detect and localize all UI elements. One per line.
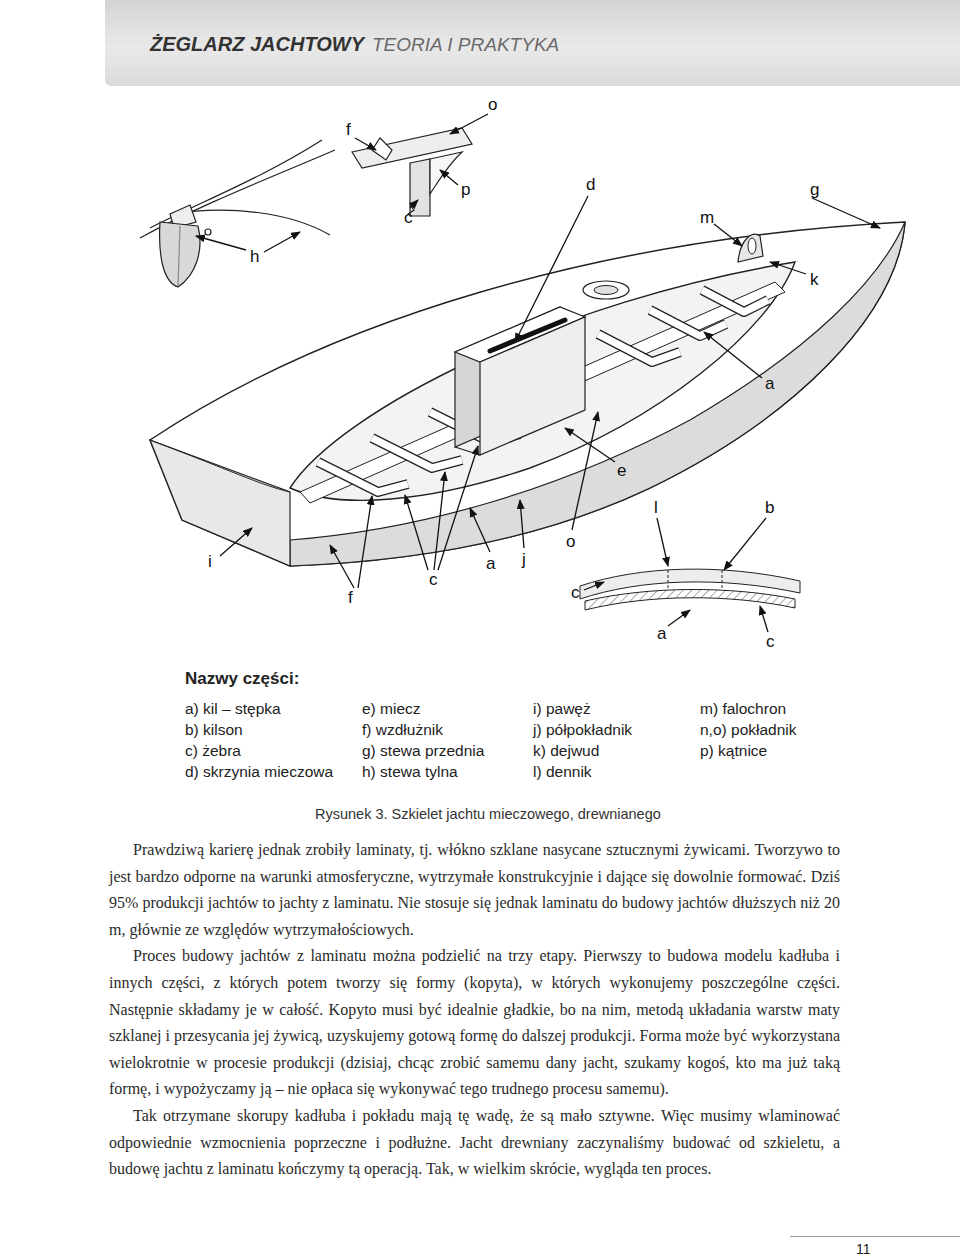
- callout-letter: c: [571, 584, 580, 602]
- part-name: e) miecz: [362, 699, 421, 718]
- callout-letter: a: [657, 625, 666, 643]
- callout-letter: k: [810, 271, 819, 289]
- callout-letter: i: [208, 553, 212, 571]
- callout-letter: g: [810, 181, 819, 199]
- running-head-title: ŻEGLARZ JACHTOWY: [150, 33, 364, 56]
- figure-caption: Rysunek 3. Szkielet jachtu mieczowego, d…: [315, 806, 661, 822]
- part-name: j) półpokładnik: [533, 720, 632, 739]
- part-name: l) dennik: [533, 762, 592, 781]
- callout-letter: h: [250, 248, 259, 266]
- callout-letter: f: [346, 121, 351, 139]
- body-paragraph: Proces budowy jachtów z laminatu można p…: [109, 943, 840, 1103]
- part-name: c) żebra: [185, 741, 241, 760]
- callout-letter: f: [348, 589, 353, 607]
- callout-letter: p: [461, 181, 470, 199]
- page-number: 11: [856, 1241, 871, 1257]
- callout-letter: l: [654, 499, 658, 517]
- callout-letter: c: [404, 209, 413, 227]
- part-name: n,o) pokładnik: [700, 720, 797, 739]
- part-name: h) stewa tylna: [362, 762, 458, 781]
- footer-rule: [790, 1236, 960, 1237]
- callout-letter: b: [765, 499, 774, 517]
- part-name: b) kilson: [185, 720, 243, 739]
- body-text: Prawdziwą karierę jednak zrobiły laminat…: [109, 837, 840, 1183]
- parts-heading: Nazwy części:: [185, 669, 299, 689]
- callout-letter: c: [429, 571, 438, 589]
- callout-letter: a: [486, 555, 495, 573]
- callout-letter: a: [765, 375, 774, 393]
- callout-letter: c: [766, 633, 775, 651]
- part-name: a) kil – stępka: [185, 699, 281, 718]
- part-name: k) dejwud: [533, 741, 599, 760]
- part-name: i) pawęż: [533, 699, 591, 718]
- callout-letter: o: [488, 96, 497, 114]
- callout-letter: m: [700, 209, 714, 227]
- part-name: p) kątnice: [700, 741, 767, 760]
- callout-letter: d: [586, 176, 595, 194]
- callout-letter: o: [566, 533, 575, 551]
- body-paragraph: Prawdziwą karierę jednak zrobiły laminat…: [109, 837, 840, 943]
- part-name: g) stewa przednia: [362, 741, 484, 760]
- callout-letter: j: [522, 551, 526, 569]
- part-name: d) skrzynia mieczowa: [185, 762, 333, 781]
- callout-letter: e: [617, 462, 626, 480]
- part-name: f) wzdłużnik: [362, 720, 443, 739]
- body-paragraph: Tak otrzymane skorupy kadłuba i pokładu …: [109, 1103, 840, 1183]
- part-name: m) falochron: [700, 699, 786, 718]
- running-head-subtitle: TEORIA I PRAKTYKA: [372, 34, 559, 56]
